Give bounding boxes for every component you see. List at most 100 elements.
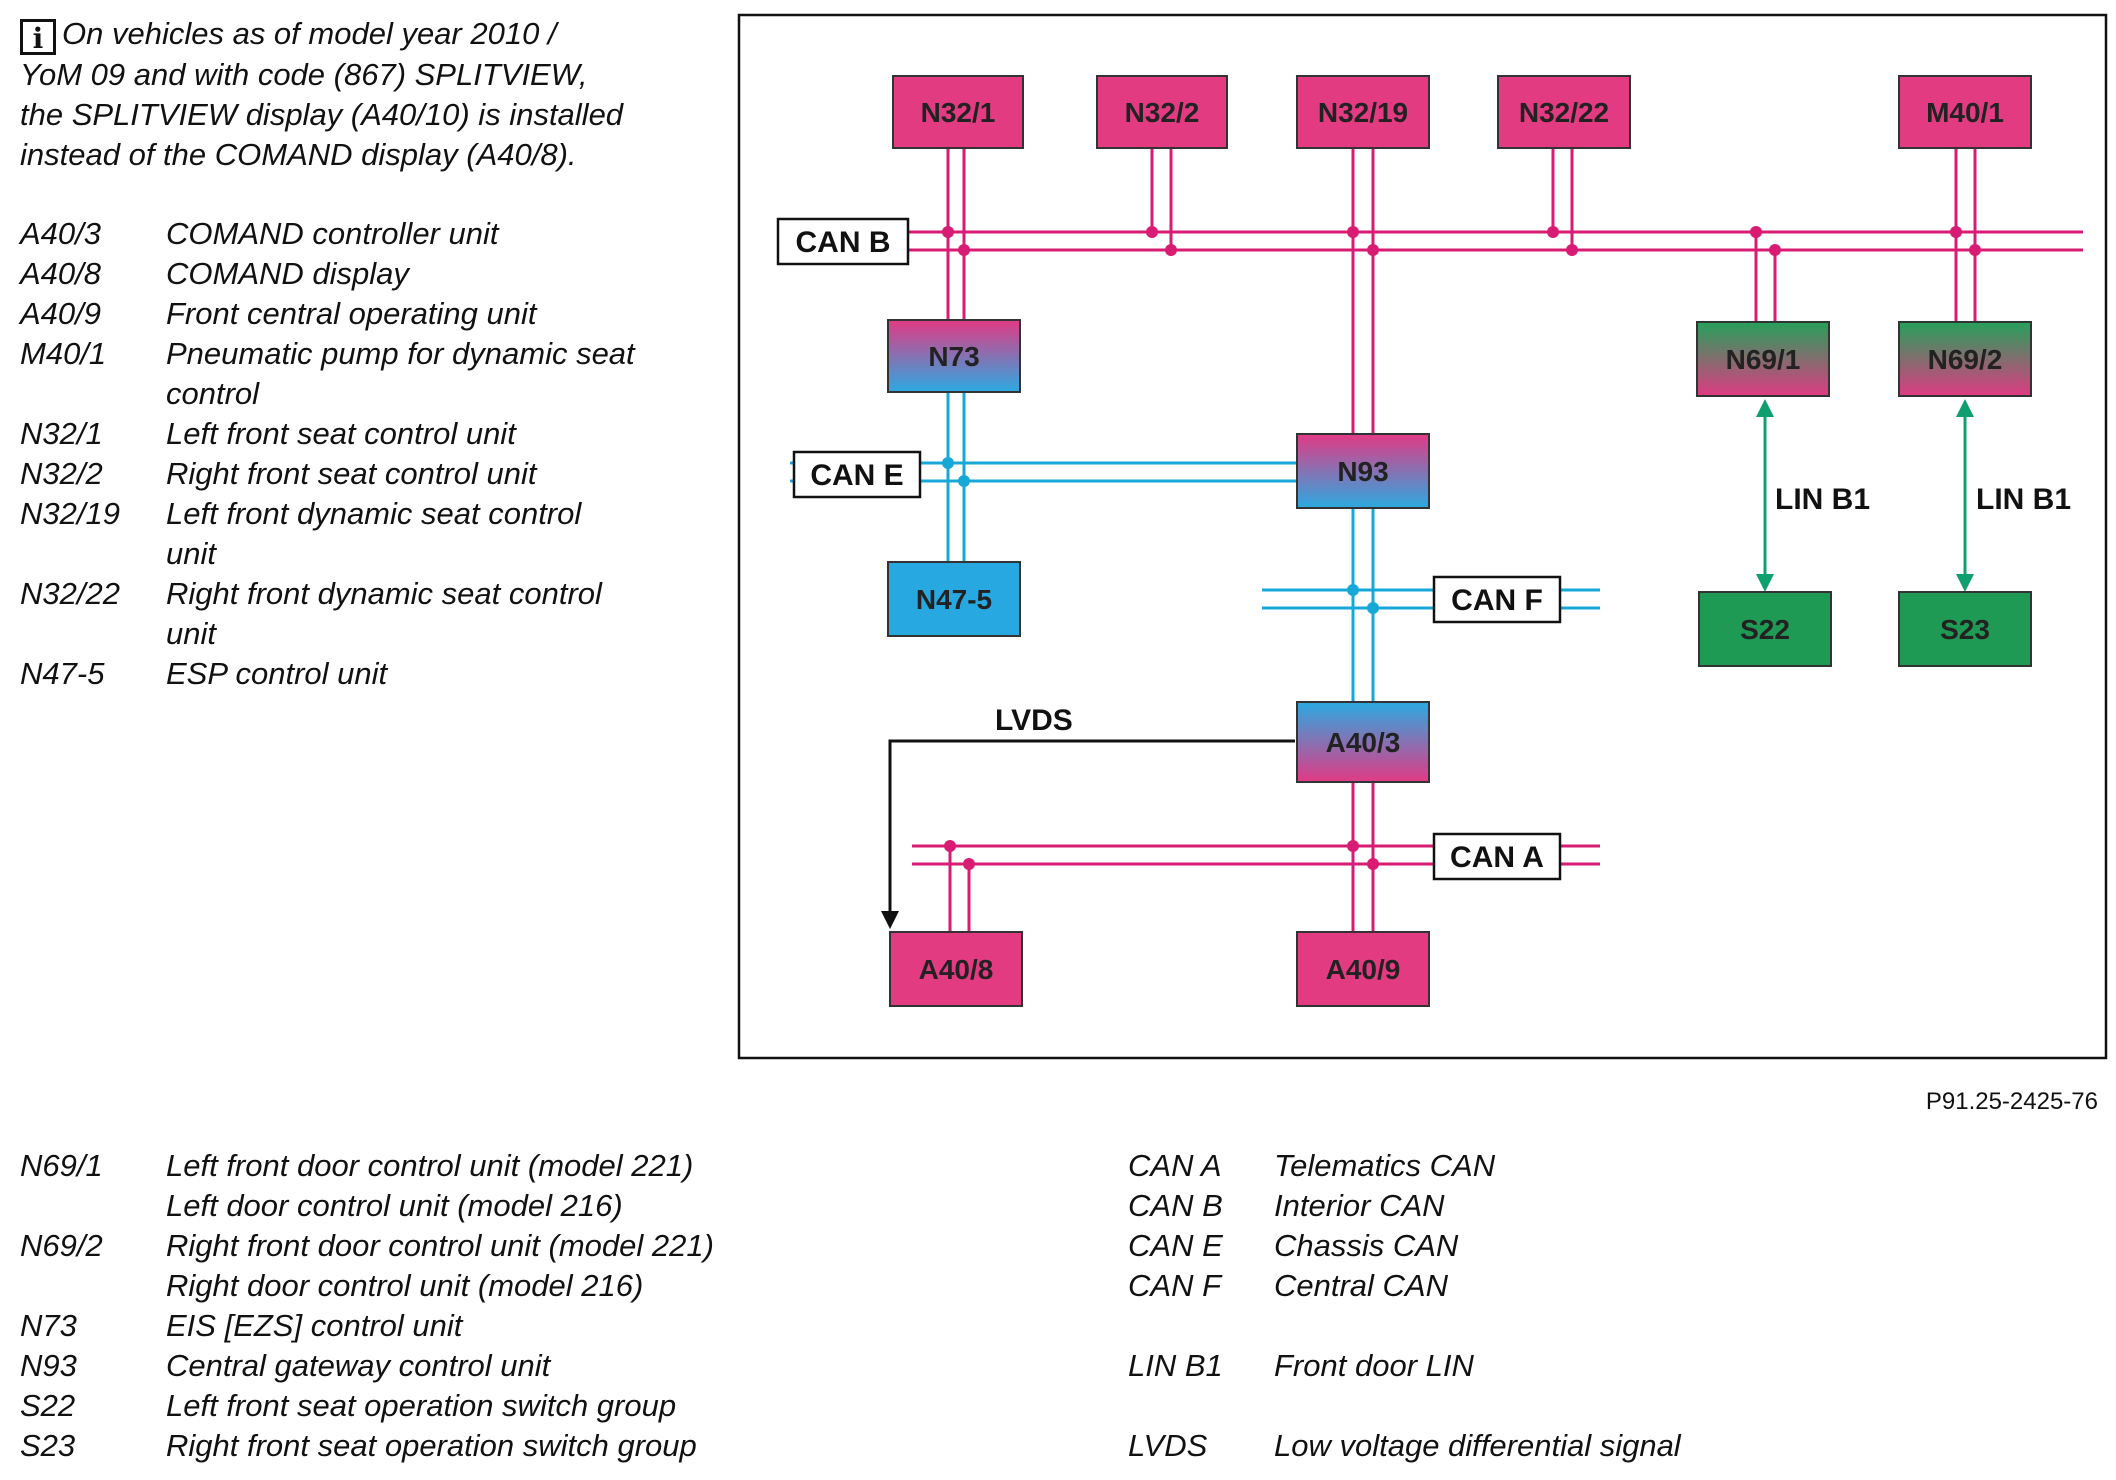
legend-description: Central gateway control unit: [166, 1346, 1100, 1386]
legend-description: Left front seat operation switch group: [166, 1386, 1100, 1426]
legend-description: Right front seat control unit: [166, 454, 720, 494]
legend-code: S22: [20, 1388, 76, 1423]
legend-description: Front door LIN: [1274, 1346, 2088, 1386]
legend-description-line: ESP control unit: [166, 656, 388, 691]
legend-description-line: Left front door control unit (model 221): [166, 1148, 694, 1183]
svg-text:N93: N93: [1337, 456, 1388, 487]
figure-id: P91.25-2425-76: [1925, 1088, 2098, 1115]
legend-description-line: Right front dynamic seat control: [166, 576, 602, 611]
ecu-n69-2: N69/2: [1898, 321, 2032, 397]
legend-description: Chassis CAN: [1274, 1226, 2088, 1266]
legend-description-line: Right front seat operation switch group: [166, 1428, 697, 1463]
legend-row: N69/2 Right front door control unit (mode…: [20, 1226, 1100, 1306]
legend-description: Central CAN: [1274, 1266, 2088, 1306]
legend-code: N69/2: [20, 1228, 103, 1263]
junction-dots-blue: [942, 457, 1379, 614]
legend-row: N32/1 Left front seat control unit: [20, 414, 720, 454]
lin-b1-left-label: LIN B1: [1775, 483, 1870, 516]
legend-description-line: Central gateway control unit: [166, 1348, 551, 1383]
svg-text:N32/22: N32/22: [1519, 97, 1609, 128]
svg-text:S23: S23: [1940, 614, 1990, 645]
legend-description-line: Left front seat operation switch group: [166, 1388, 677, 1423]
legend-description: COMAND display: [166, 254, 720, 294]
legend-row: A40/9 Front central operating unit: [20, 294, 720, 334]
ecu-n32-1: N32/1: [892, 75, 1024, 149]
legend-description-line: Chassis CAN: [1274, 1228, 1459, 1263]
legend-description: EIS [EZS] control unit: [166, 1306, 1100, 1346]
can-b-tag: CAN B: [776, 217, 910, 266]
note-line-2: YoM 09 and with code (867) SPLITVIEW,: [20, 57, 588, 92]
legend-row: N69/1 Left front door control unit (model…: [20, 1146, 1100, 1226]
svg-text:N73: N73: [928, 341, 979, 372]
ecu-m40-1: M40/1: [1898, 75, 2032, 149]
legend-code: N32/22: [20, 576, 120, 611]
legend-description: ESP control unit: [166, 654, 720, 694]
ecu-a40-3: A40/3: [1296, 701, 1430, 783]
legend-description-line: Right front seat control unit: [166, 456, 537, 491]
legend-description-line: Left door control unit (model 216): [166, 1188, 623, 1223]
legend-row: LVDS Low voltage differential signal: [1128, 1426, 2088, 1466]
legend-description-line: Left front seat control unit: [166, 416, 516, 451]
legend-code: LVDS: [1128, 1428, 1208, 1463]
legend-description: Low voltage differential signal: [1274, 1426, 2088, 1466]
legend-description: COMAND controller unit: [166, 214, 720, 254]
legend-row: N47-5 ESP control unit: [20, 654, 720, 694]
legend-description: Right front door control unit (model 221…: [166, 1226, 1100, 1306]
legend-description: Right front dynamic seat control unit: [166, 574, 720, 654]
legend-code: N73: [20, 1308, 77, 1343]
legend-row: N32/2 Right front seat control unit: [20, 454, 720, 494]
legend-description-line: Pneumatic pump for dynamic seat: [166, 336, 635, 371]
can-b-label: CAN B: [796, 226, 891, 259]
legend-code: N47-5: [20, 656, 105, 691]
legend-description-line: COMAND controller unit: [166, 216, 499, 251]
note-line-1: On vehicles as of model year 2010 /: [62, 16, 557, 51]
lvds-label: LVDS: [995, 704, 1073, 737]
legend-description-line: Central CAN: [1274, 1268, 1448, 1303]
legend-description-line: Interior CAN: [1274, 1188, 1445, 1223]
legend-description-line: COMAND display: [166, 256, 409, 291]
legend-code: N69/1: [20, 1148, 103, 1183]
legend-description-line: Left front dynamic seat control: [166, 496, 582, 531]
legend-code: A40/9: [20, 296, 102, 331]
svg-text:A40/8: A40/8: [919, 954, 994, 985]
lvds-line: [881, 739, 1295, 929]
legend-description-line: Right door control unit (model 216): [166, 1268, 644, 1303]
svg-text:N32/2: N32/2: [1125, 97, 1200, 128]
legend-description-line: unit: [166, 616, 216, 651]
ecu-n32-22: N32/22: [1497, 75, 1631, 149]
legend-code: N32/1: [20, 416, 103, 451]
legend-code: N93: [20, 1348, 77, 1383]
legend-description: Left front dynamic seat control unit: [166, 494, 720, 574]
component-legend-bottom: N69/1 Left front door control unit (model…: [20, 1146, 1100, 1466]
ecu-n69-1: N69/1: [1696, 321, 1830, 397]
legend-description-line: Front central operating unit: [166, 296, 537, 331]
legend-description-line: Low voltage differential signal: [1274, 1428, 1681, 1463]
legend-description-line: unit: [166, 536, 216, 571]
legend-code: CAN E: [1128, 1228, 1223, 1263]
legend-code: N32/2: [20, 456, 103, 491]
junction-dots-pink: [942, 226, 1981, 870]
legend-description: Right front seat operation switch group: [166, 1426, 1100, 1466]
legend-description: Telematics CAN: [1274, 1146, 2088, 1186]
can-e-tag: CAN E: [792, 450, 922, 499]
legend-row: N32/22 Right front dynamic seat control un…: [20, 574, 720, 654]
can-a-label: CAN A: [1450, 841, 1544, 874]
svg-text:N47-5: N47-5: [916, 584, 992, 615]
svg-text:A40/9: A40/9: [1326, 954, 1401, 985]
legend-code: M40/1: [20, 336, 107, 371]
ecu-s23: S23: [1898, 591, 2032, 667]
svg-text:S22: S22: [1740, 614, 1790, 645]
lin-b1-right-label: LIN B1: [1976, 483, 2071, 516]
svg-text:N69/1: N69/1: [1726, 344, 1801, 375]
can-a-tag: CAN A: [1432, 832, 1562, 881]
